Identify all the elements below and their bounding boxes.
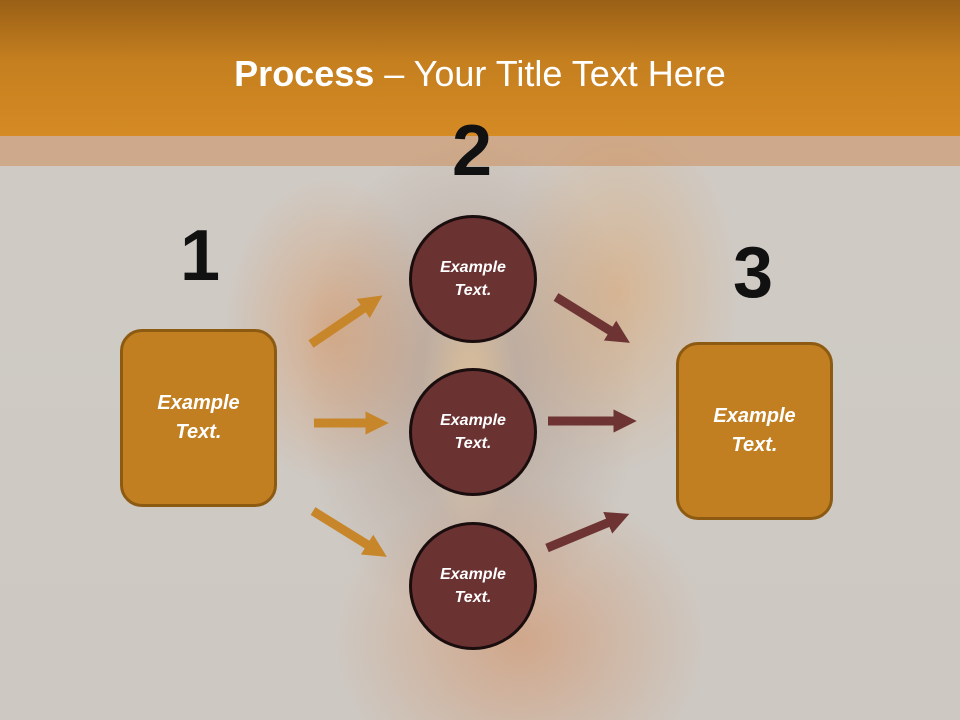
right-box-text: Example Text. [713, 405, 796, 456]
step-number-1: 1 [179, 216, 221, 296]
circle-bottom: Example Text. [409, 522, 537, 650]
right-box: Example Text. [676, 342, 833, 520]
circle-middle-text: Example Text. [440, 412, 506, 452]
arrow-to-bottom-circle [310, 507, 387, 557]
title-strip [0, 136, 960, 166]
step-number-2: 2 [451, 111, 493, 191]
slide-title: Process – Your Title Text Here [0, 52, 960, 96]
arrow-from-bottom-circle [545, 511, 630, 553]
title-bar [0, 0, 960, 136]
circle-bottom-text: Example Text. [440, 566, 506, 606]
circle-top: Example Text. [409, 215, 537, 343]
title-rest: – Your Title Text Here [374, 53, 726, 94]
arrow-to-top-circle [308, 295, 383, 348]
left-box-text: Example Text. [157, 392, 240, 443]
title-bold: Process [234, 53, 375, 94]
step-number-3: 3 [732, 233, 774, 313]
left-box: Example Text. [120, 329, 277, 507]
circle-middle: Example Text. [409, 368, 537, 496]
circle-top-text: Example Text. [440, 259, 506, 299]
arrow-from-top-circle [553, 293, 630, 343]
